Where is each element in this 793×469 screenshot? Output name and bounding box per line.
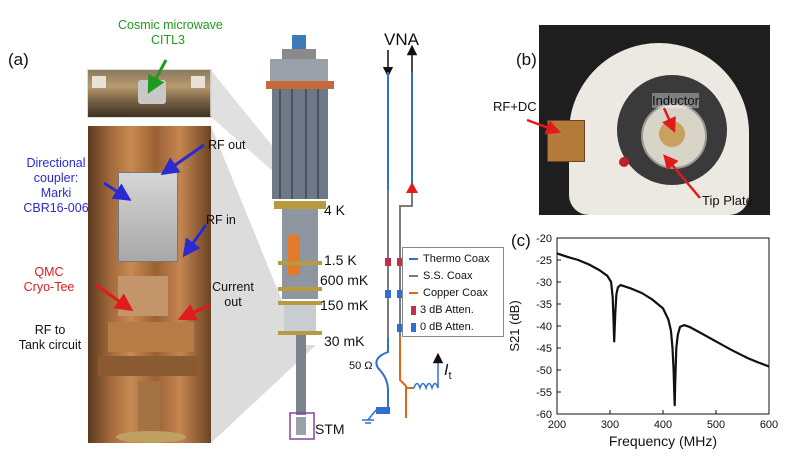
stm-wiring-photo [88,126,211,443]
cosmic-label-line2: CITL3 [150,33,186,47]
rf-tank-label: RF to Tank circuit [8,323,92,353]
coupler-label-line3: Marki [40,186,72,200]
panel-a-label: (a) [8,50,29,69]
coupler-arrow [103,181,132,201]
stm-junction-box [376,407,390,414]
legend-label: Thermo Coax [423,253,490,265]
rf-in-arrow [182,224,208,258]
legend-item: 3 dB Atten. [409,303,474,317]
stage-150mk: 150 mK [320,297,369,313]
y-tick-label: -45 [536,343,552,355]
y-tick-label: -25 [536,255,552,267]
bottom-projection-wedge [211,126,316,443]
legend-label: 3 dB Atten. [420,304,474,316]
legend-swatch [409,292,418,294]
legend-item: 0 dB Atten. [409,320,474,334]
rf-in-label: RF in [206,213,236,227]
cosmic-arrow [147,59,168,94]
x-tick-label: 200 [548,419,566,431]
tank-inductor-coil [413,382,439,391]
inductor-arrow [662,107,676,133]
vna-label: VNA [384,30,419,49]
rfdc-arrow [526,118,562,135]
qmc-label-line1: QMC [34,265,64,279]
atten-3db-1 [385,258,391,266]
y-tick-label: -30 [536,277,552,289]
atten-0db-3 [397,324,403,332]
legend-swatch [409,275,418,277]
series-line [556,252,770,407]
y-tick-label: -35 [536,299,552,311]
x-tick-label: 300 [601,419,619,431]
copper-coax [399,338,407,418]
atten-3db-2 [397,258,403,266]
legend-item: Thermo Coax [409,252,490,266]
legend-label: Copper Coax [423,287,488,299]
resistor-label: 50 Ω [349,360,373,372]
directional-coupler-marker [406,182,418,193]
rf-out-arrow [160,143,205,176]
rfdc-label: RF+DC [493,99,537,114]
cosmic-label: Cosmic microwave CITL3 [118,18,223,48]
current-symbol: I [444,362,449,379]
current-out-label: Current out [206,280,260,310]
stage-600mk: 600 mK [320,272,369,288]
legend-label: S.S. Coax [423,270,473,282]
legend-swatch [411,305,416,315]
atten-0db-1 [385,290,391,298]
cosmic-label-line1: Cosmic microwave [118,18,223,32]
current-subscript: t [448,370,452,383]
coupler-label-line1: Directional [26,156,86,170]
coupler-label-line4: CBR16-006 [23,201,89,215]
stage-4k: 4 K [324,202,346,218]
coupler-label: Directional coupler: Marki CBR16-006 [10,156,102,216]
stm-box [289,412,315,440]
stage-30mk: 30 mK [324,333,365,349]
inductor-label: Inductor [652,93,699,108]
current-out-label-line1: Current [212,280,254,294]
y-tick-label: -50 [536,365,552,377]
legend-item: S.S. Coax [409,269,473,283]
rf-out-label: RF out [208,138,246,152]
x-tick-label: 400 [654,419,672,431]
current-out-label-line2: out [224,295,242,309]
qmc-label: QMC Cryo-Tee [14,265,84,295]
coupler-label-line2: coupler: [33,171,79,185]
current-label: It [444,362,452,382]
legend-swatch [409,258,418,260]
y-tick-label: -20 [536,233,552,245]
y-tick-label: -60 [536,409,552,421]
legend-swatch [411,322,416,332]
legend-label: 0 dB Atten. [420,321,474,333]
current-out-arrow [177,303,211,321]
x-tick-label: 500 [707,419,725,431]
thermo-coax-loop [375,338,389,410]
y-tick-label: -55 [536,387,552,399]
atten-0db-2 [397,290,403,298]
rf-tank-label-line1: RF to [34,323,66,337]
s21-chart: 200 300 400 500 600 -20 -25 -30 -35 -40 -45 -50 -55 -… [507,233,778,449]
cryostat-drawing [266,35,334,440]
panel-b-label: (b) [516,50,537,69]
panel-c-label: (c) [511,231,531,250]
tip-plate-arrow [663,154,701,199]
y-axis-label: S21 (dB) [507,300,522,351]
legend-item: Copper Coax [409,286,488,300]
stage-1p5k: 1.5 K [324,252,357,268]
cryostat-top-valve [292,35,306,49]
stm-label: STM [315,421,345,437]
x-tick-label: 600 [760,419,778,431]
y-tick-label: -40 [536,321,552,333]
tip-plate-label: Tip Plate [702,193,753,208]
ss-coax-up [399,193,413,338]
rf-tank-label-line2: Tank circuit [18,338,82,352]
qmc-arrow [95,283,134,312]
qmc-label-line2: Cryo-Tee [23,280,75,294]
x-axis-label: Frequency (MHz) [609,433,717,449]
